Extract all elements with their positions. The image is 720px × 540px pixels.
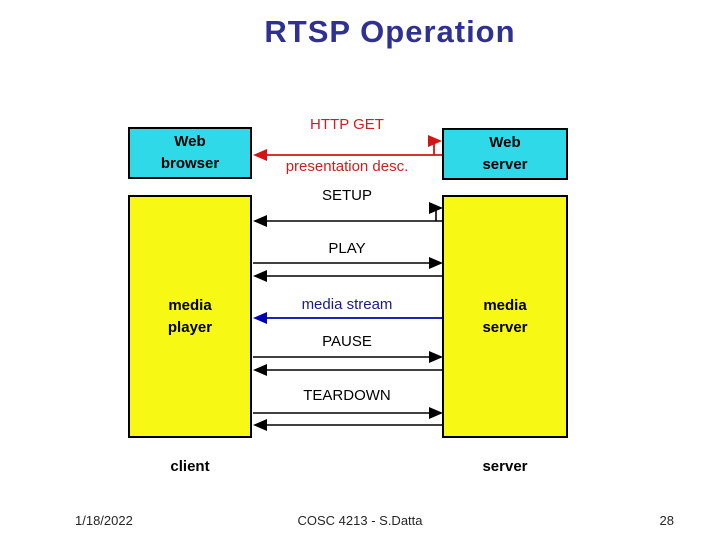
play-request-arrowhead-right [429,257,443,269]
media-stream-arrowhead-left [253,312,267,324]
play-response-arrowhead-left [253,270,267,282]
web-browser-box: Web browser [128,127,252,179]
teardown-request-arrowhead-right [429,407,443,419]
web-browser-label: Web browser [160,133,220,172]
teardown-label: TEARDOWN [303,387,391,404]
media-player-label: media player [167,296,213,336]
media-server-label: media server [482,296,528,336]
web-server-label: Web server [482,134,528,173]
client-label: client [170,458,210,475]
server-label: server [482,458,528,475]
http-get-label: HTTP GET [310,116,384,133]
setup-response-arrowhead-left [253,215,267,227]
play-label: PLAY [328,240,366,257]
page-title: RTSP Operation [264,14,516,49]
footer-course: COSC 4213 - S.Datta [297,513,423,528]
http-get-arrowhead-right [428,135,442,147]
footer-date: 1/18/2022 [75,513,133,528]
media-stream-label: media stream [301,296,393,313]
media-player-box: media player [128,195,252,438]
teardown-response-arrowhead-left [253,419,267,431]
footer-page-number: 28 [659,513,674,528]
pause-request-arrowhead-right [429,351,443,363]
pause-label: PAUSE [322,333,372,350]
web-server-box: Web server [442,128,568,180]
media-server-box: media server [442,195,568,438]
pause-response-arrowhead-left [253,364,267,376]
presentation-desc-label: presentation desc. [285,158,409,175]
setup-label: SETUP [321,187,372,204]
